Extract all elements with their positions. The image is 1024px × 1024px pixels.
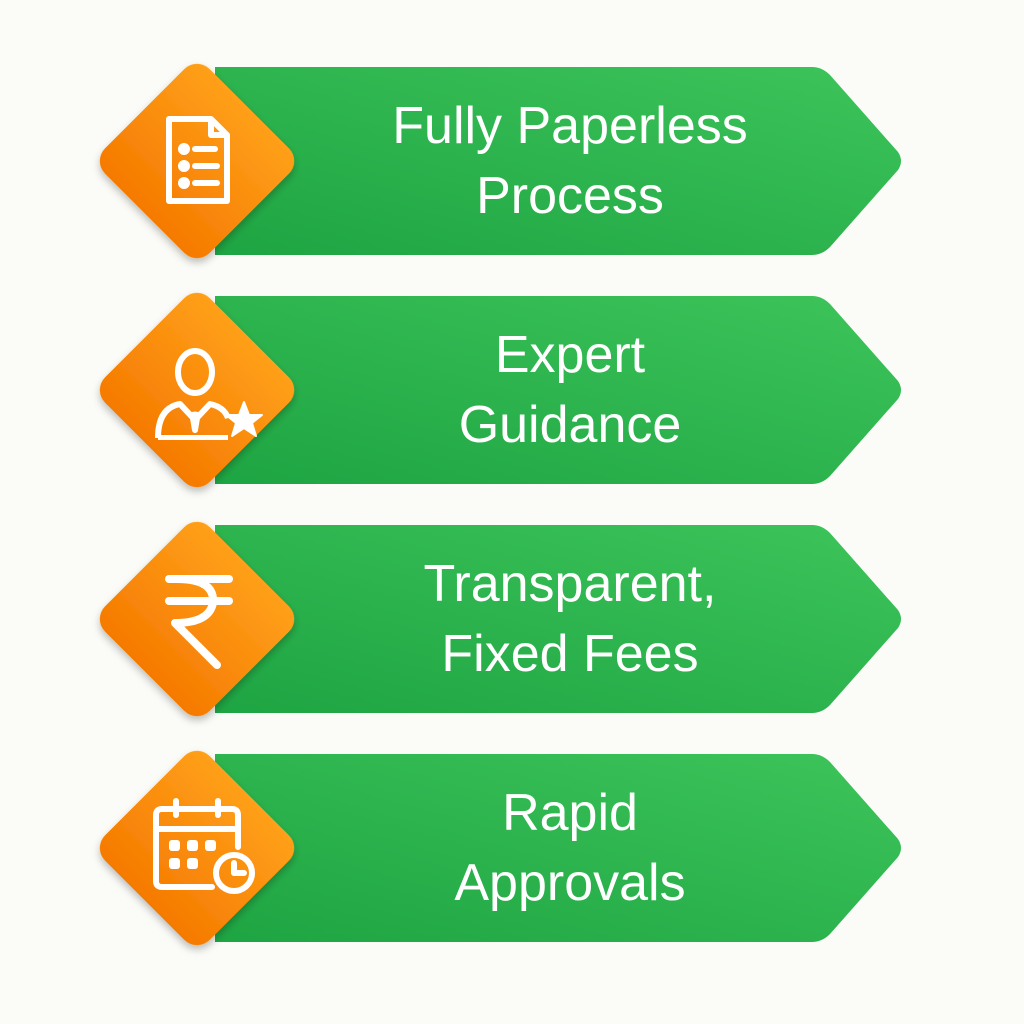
feature-row-paperless: Fully Paperless Process [0,46,1024,276]
green-arrow-banner [215,296,901,484]
row-shape [99,521,901,717]
label-line-2: Guidance [458,396,682,454]
row-shape [99,292,901,488]
label-line-1: Transparent, [423,555,717,613]
feature-label: Transparent, Fixed Fees [330,504,810,734]
green-arrow-banner [215,525,901,713]
document-list-icon [166,116,230,204]
feature-row-fees: Transparent, Fixed Fees [0,504,1024,734]
label-line-1: Fully Paperless [392,97,748,155]
expert-star-icon [155,348,263,440]
label-line-2: Approvals [454,854,686,912]
calendar-clock-icon [153,798,255,894]
rupee-icon [165,575,233,669]
label-line-2: Process [476,167,664,225]
green-arrow-banner [215,754,901,942]
feature-label: Rapid Approvals [330,733,810,963]
feature-row-expert: Expert Guidance [0,275,1024,505]
feature-row-approvals: Rapid Approvals [0,733,1024,963]
orange-diamond [99,63,295,259]
row-shape [99,63,901,259]
label-line-2: Fixed Fees [441,625,699,683]
green-arrow-banner [215,67,901,255]
feature-label: Fully Paperless Process [330,46,810,276]
label-line-1: Expert [494,326,646,384]
label-line-1: Rapid [502,784,638,842]
feature-label: Expert Guidance [330,275,810,505]
